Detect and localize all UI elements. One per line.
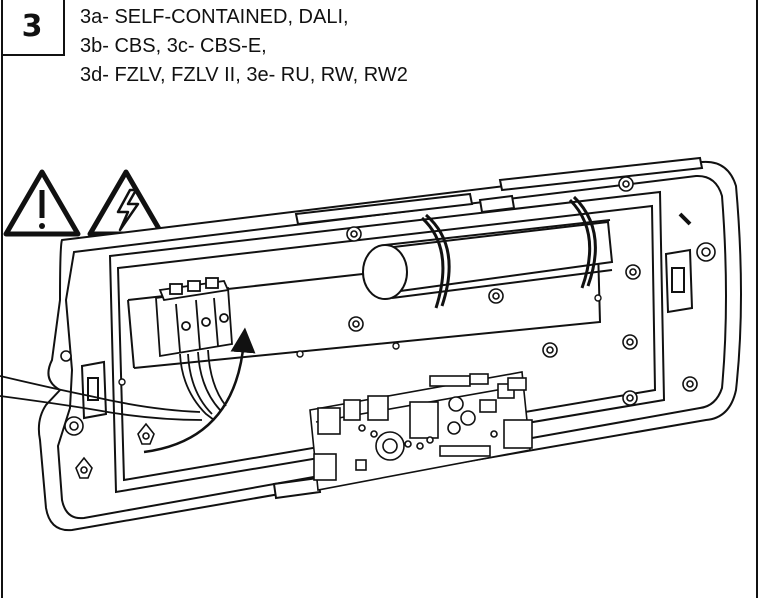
- screw-bosses: [60, 176, 716, 436]
- step-caption: 3a- SELF-CONTAINED, DALI, 3b- CBS, 3c- C…: [80, 3, 408, 90]
- step-number-box: 3: [1, 0, 65, 56]
- top-slots: [294, 156, 704, 226]
- supply-cable: [0, 375, 203, 421]
- caption-line-1: 3a- SELF-CONTAINED, DALI,: [80, 6, 349, 28]
- caption-line-2: 3b- CBS, 3c- CBS-E,: [80, 35, 267, 57]
- caption-line-3: 3d- FZLV, FZLV II, 3e- RU, RW, RW2: [80, 64, 408, 86]
- electronic-circuit-board: [309, 371, 533, 491]
- terminal-block: [155, 277, 233, 358]
- cable-ties: [420, 195, 597, 309]
- warning-high-voltage-icon: [87, 169, 165, 237]
- insertion-arrow: [143, 327, 256, 454]
- warning-exclamation-icon: [3, 169, 81, 237]
- terminal-wires: [179, 349, 227, 421]
- step-number: 3: [21, 9, 43, 44]
- side-switches: [80, 248, 694, 420]
- bottom-slot: [272, 476, 322, 500]
- tray-holes: [118, 294, 602, 386]
- keyhole-mounts: [75, 212, 692, 479]
